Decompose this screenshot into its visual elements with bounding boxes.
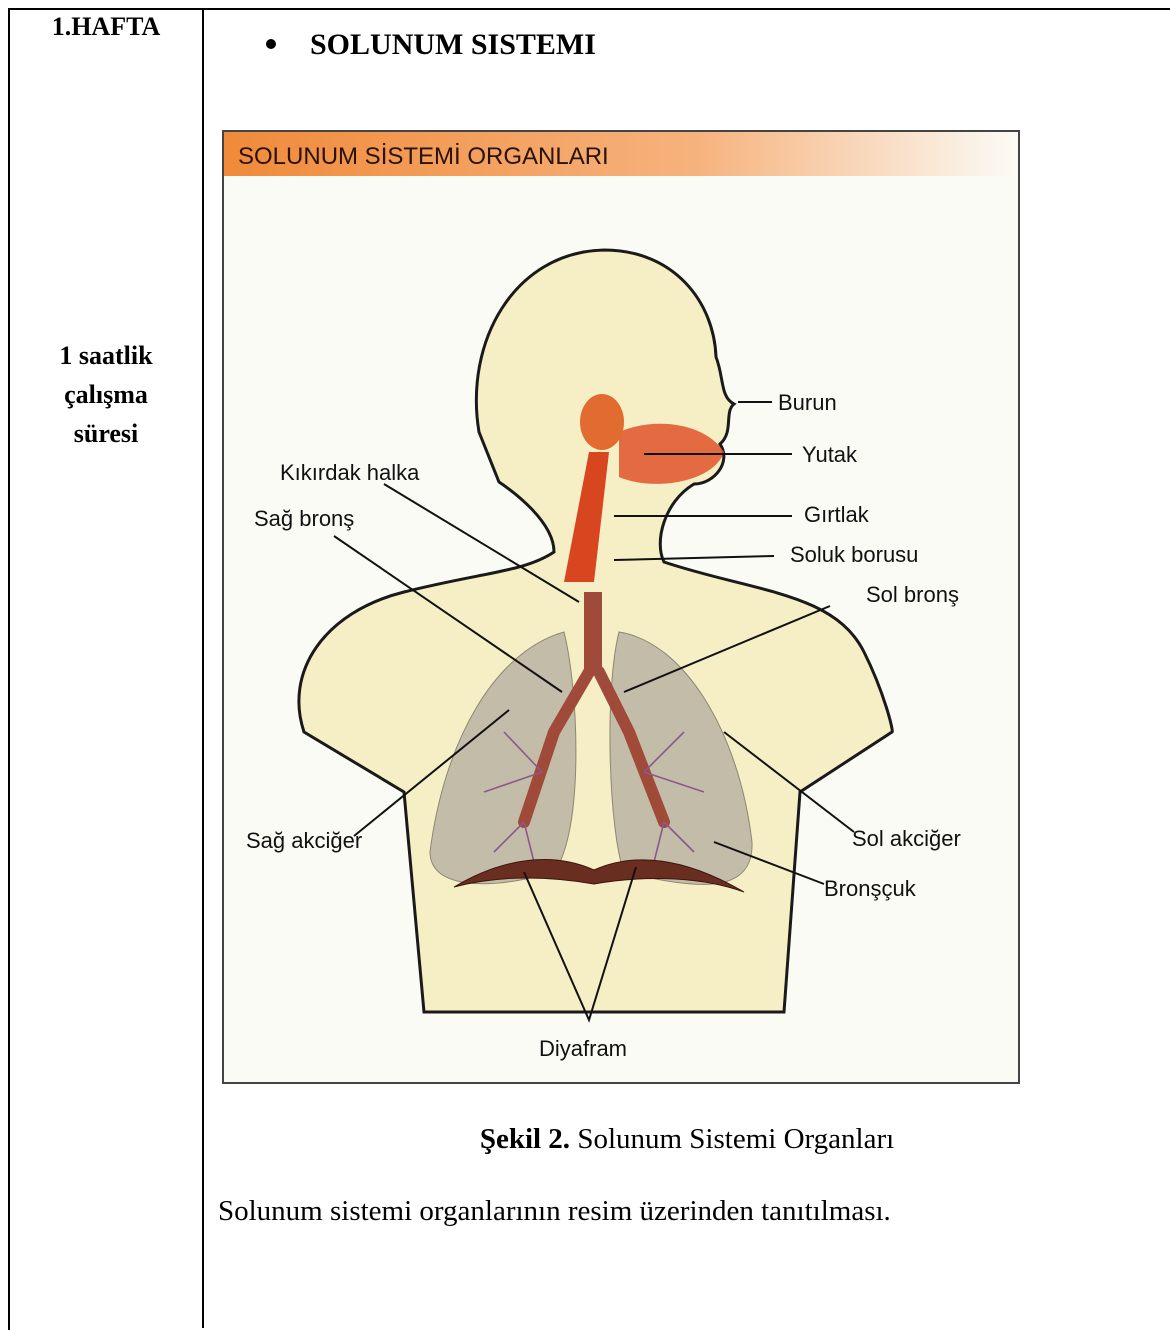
section-heading-text: SOLUNUM SISTEMI bbox=[310, 28, 596, 61]
respiratory-figure: SOLUNUM SİSTEMİ ORGANLARI bbox=[222, 130, 1020, 1084]
label-bronscuk: Bronşçuk bbox=[824, 876, 917, 901]
label-sag-akciger: Sağ akciğer bbox=[246, 828, 362, 853]
duration-line-2: çalışma bbox=[10, 375, 202, 414]
duration-label: 1 saatlik çalışma süresi bbox=[10, 336, 202, 453]
sinus bbox=[580, 394, 624, 450]
label-sag-brons: Sağ bronş bbox=[254, 506, 354, 531]
label-burun: Burun bbox=[778, 390, 837, 415]
label-yutak: Yutak bbox=[802, 442, 858, 467]
duration-line-3: süresi bbox=[10, 414, 202, 453]
figure-caption: Şekil 2. Solunum Sistemi Organları bbox=[204, 1123, 1170, 1156]
bullet-icon bbox=[266, 39, 276, 49]
label-soluk-borusu: Soluk borusu bbox=[790, 542, 918, 567]
description-text: Solunum sistemi organlarının resim üzeri… bbox=[218, 1195, 891, 1228]
week-label: 1.HAFTA bbox=[10, 12, 202, 42]
duration-line-1: 1 saatlik bbox=[10, 336, 202, 375]
label-kikirdak-halka: Kıkırdak halka bbox=[280, 460, 420, 485]
label-diyafram: Diyafram bbox=[539, 1036, 627, 1061]
section-heading: SOLUNUM SISTEMI bbox=[266, 28, 596, 62]
respiratory-diagram: SOLUNUM SİSTEMİ ORGANLARI bbox=[224, 132, 1018, 1082]
caption-label: Şekil 2. bbox=[480, 1123, 570, 1155]
label-sol-akciger: Sol akciğer bbox=[852, 826, 961, 851]
figure-title: SOLUNUM SİSTEMİ ORGANLARI bbox=[238, 143, 609, 170]
label-girtlak: Gırtlak bbox=[804, 502, 870, 527]
caption-text: Solunum Sistemi Organları bbox=[577, 1123, 894, 1155]
trachea bbox=[584, 592, 602, 672]
label-sol-brons: Sol bronş bbox=[866, 582, 959, 607]
